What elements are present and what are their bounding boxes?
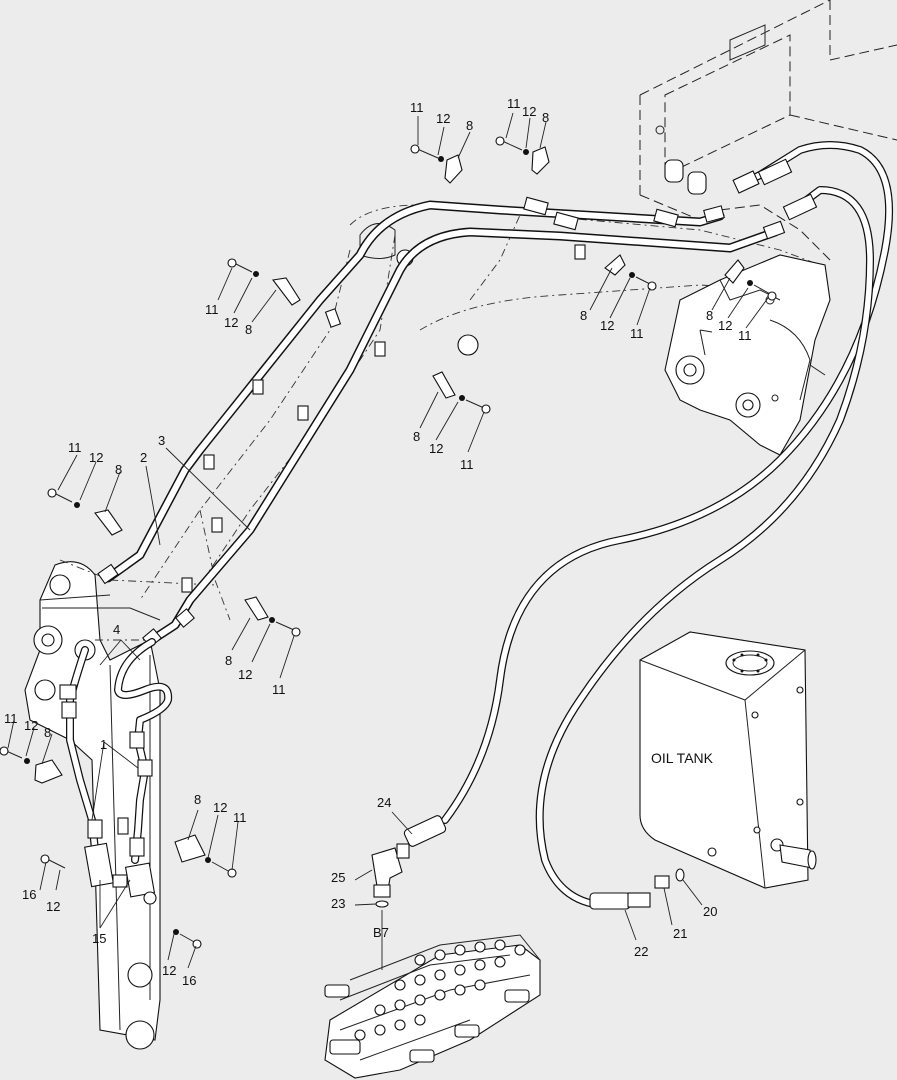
callouts: 11 12 8 11 12 8 11 12 8 11 12 8 2 3 11 1… (4, 96, 752, 988)
callout-11: 11 (630, 326, 644, 341)
callout-25: 25 (331, 870, 345, 885)
callout-12: 12 (429, 441, 443, 456)
callout-4: 4 (113, 622, 120, 637)
callout-24: 24 (377, 795, 391, 810)
callout-16: 16 (22, 887, 36, 902)
callout-8: 8 (413, 429, 420, 444)
callout-12: 12 (522, 104, 536, 119)
callout-12: 12 (162, 963, 176, 978)
callout-11: 11 (272, 682, 286, 697)
callout-22: 22 (634, 944, 648, 959)
oil-tank: OIL TANK (639, 631, 817, 889)
callout-21: 21 (673, 926, 687, 941)
callout-12: 12 (238, 667, 252, 682)
machine-frame (639, 0, 897, 261)
callout-8: 8 (580, 308, 587, 323)
pipe-2 (103, 200, 725, 583)
callout-2: 2 (140, 450, 147, 465)
callout-11: 11 (507, 96, 521, 111)
valve-label-b7: B7 (373, 925, 389, 940)
callout-12: 12 (213, 800, 227, 815)
callout-20: 20 (703, 904, 717, 919)
callout-12: 12 (600, 318, 614, 333)
boom-foot-bracket (664, 254, 831, 456)
callout-1: 1 (100, 737, 107, 752)
callout-12: 12 (718, 318, 732, 333)
callout-3: 3 (158, 433, 165, 448)
callout-12: 12 (89, 450, 103, 465)
arm-outline (24, 559, 216, 1050)
callout-12: 12 (436, 111, 450, 126)
callout-16: 16 (182, 973, 196, 988)
callout-12: 12 (24, 718, 38, 733)
elbow-fitting (371, 843, 410, 908)
callout-11: 11 (410, 100, 424, 115)
callout-8: 8 (44, 725, 51, 740)
long-hose (403, 141, 894, 910)
callout-11: 11 (205, 302, 219, 317)
callout-11: 11 (738, 328, 752, 343)
callout-8: 8 (245, 322, 252, 337)
callout-8: 8 (542, 110, 549, 125)
oil-tank-label: OIL TANK (651, 750, 714, 766)
callout-23: 23 (331, 896, 345, 911)
callout-8: 8 (225, 653, 232, 668)
callout-8: 8 (706, 308, 713, 323)
callout-8: 8 (466, 118, 473, 133)
callout-11: 11 (233, 810, 247, 825)
callout-12: 12 (46, 899, 60, 914)
fasteners (0, 136, 777, 949)
callout-15: 15 (92, 931, 106, 946)
callout-11: 11 (4, 711, 18, 726)
callout-8: 8 (194, 792, 201, 807)
leader-lines (7, 112, 769, 970)
arm-hoses (59, 638, 173, 905)
callout-12: 12 (224, 315, 238, 330)
control-valve (324, 934, 541, 1079)
callout-11: 11 (460, 457, 474, 472)
callout-11: 11 (68, 440, 82, 455)
pipe-3 (147, 227, 780, 645)
pipe-fittings (97, 196, 786, 648)
callout-8: 8 (115, 462, 122, 477)
